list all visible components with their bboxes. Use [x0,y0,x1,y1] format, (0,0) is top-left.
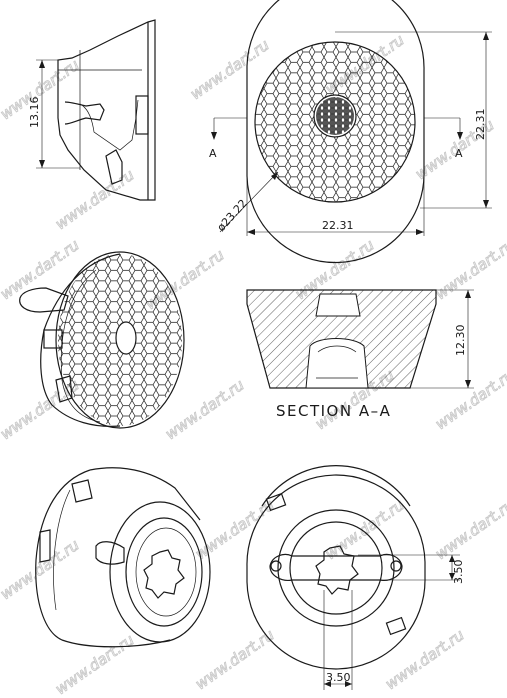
dim-label-side-height: 13.16 [28,97,41,129]
iso-front-rim [55,251,185,429]
watermark-text: www.dart.ru [432,236,507,303]
iso-rear-star-hole [143,549,185,599]
watermark-text: www.dart.ru [432,366,507,433]
top-view: A A 22.31 22.31 ø23.22 [209,0,492,264]
bottom-view-ring-inner [289,521,383,615]
dim-arrows [324,681,352,687]
section-top-pocket [315,293,361,317]
dim-arrows [271,172,278,180]
watermark-text: www.dart.ru [187,36,273,103]
dim-label-diameter: ø23.22 [215,197,250,234]
dim-label-section-height: 12.30 [454,325,467,357]
watermark-text: www.dart.ru [192,626,278,693]
dim-leader-diameter [219,171,279,233]
side-view-clip [105,149,123,185]
iso-rear-inner-ring [125,517,203,627]
watermark-text: www.dart.ru [382,626,468,693]
watermark-text: www.dart.ru [0,536,83,603]
iso-rear-body [35,469,171,648]
section-view: 12.30 SECTION A–A [246,289,474,420]
watermark-text: www.dart.ru [52,166,138,233]
iso-rear-top [89,467,201,521]
bottom-view-notch [265,492,287,512]
watermark-text: www.dart.ru [432,496,507,563]
iso-front-center-hole [115,321,137,355]
side-view-tab [64,101,105,125]
dim-label-top-width: 22.31 [322,219,354,232]
top-view-center-hex [316,97,354,135]
side-view-notch [135,95,149,135]
bottom-view-outline-arc [261,465,411,507]
bottom-view-outline [246,474,426,670]
dim-label-slot-width: 3.50 [326,671,351,684]
dim-label-slot-height: 3.50 [452,560,465,585]
iso-front-tab [19,287,69,313]
iso-rear-notch [71,479,93,503]
watermark-text: www.dart.ru [192,496,278,563]
bottom-view-ring-outer [277,509,395,627]
section-arrow-right [457,132,463,140]
iso-rear-body-line [53,489,71,611]
section-marker-left: A [209,147,217,160]
iso-front-body [40,253,121,427]
iso-rear-rim [109,501,211,643]
iso-front-view [19,251,185,429]
section-marker-right: A [455,147,463,160]
dim-label-top-height: 22.31 [474,109,487,141]
section-lens-curve [317,345,357,353]
side-view: 13.16 [28,19,156,201]
side-view-groove [79,99,139,151]
bottom-view-flange-hole [390,560,402,572]
section-bottom-cavity [305,338,369,389]
iso-rear-socket [135,527,197,617]
dim-arrows [449,555,455,580]
bottom-view-notch [385,616,407,636]
bottom-view-flange-hole [270,560,282,572]
section-arrow-left [211,132,217,140]
bottom-view: 3.50 3.50 [246,465,465,690]
iso-rear-tab [95,541,125,565]
bottom-view-star-hole [315,545,359,595]
side-view-outline [57,19,156,201]
iso-rear-slot [39,529,51,563]
watermark-text: www.dart.ru [322,496,408,563]
iso-rear-view [35,467,211,648]
section-caption: SECTION A–A [276,402,391,420]
